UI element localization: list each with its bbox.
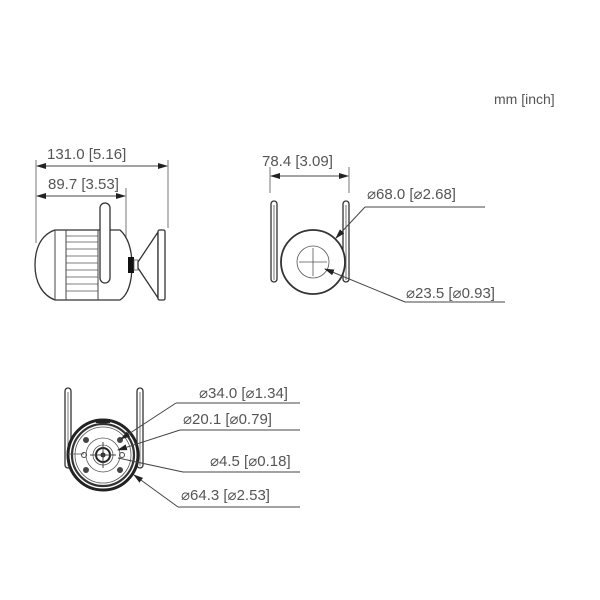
ir-led xyxy=(83,467,89,473)
front-view: ⌀34.0 [⌀1.34] ⌀20.1 [⌀0.79] ⌀4.5 [⌀0.18]… xyxy=(64,385,300,508)
camera-body-outline xyxy=(34,229,133,301)
ir-led xyxy=(83,437,89,443)
mount-connector xyxy=(128,257,134,273)
overall-length-label: 131.0 [5.16] xyxy=(47,146,126,163)
hole-diameter-label: ⌀23.5 [⌀0.93] xyxy=(406,285,495,302)
mount-cone xyxy=(137,229,159,301)
sensor xyxy=(81,452,87,458)
units-label: mm [inch] xyxy=(494,91,555,107)
antenna-span-label: 78.4 [3.09] xyxy=(262,153,333,170)
diameter-3-label: ⌀4.5 [⌀0.18] xyxy=(210,453,291,470)
body-length-label: 89.7 [3.53] xyxy=(48,176,119,193)
mount-hole xyxy=(296,245,330,279)
diameter-1-label: ⌀34.0 [⌀1.34] xyxy=(199,385,288,402)
side-view: 131.0 [5.16] 89.7 [3.53] xyxy=(34,146,169,301)
diameter-4-label: ⌀64.3 [⌀2.53] xyxy=(181,487,270,504)
base-diameter-label: ⌀68.0 [⌀2.68] xyxy=(367,186,456,203)
diameter-2-label: ⌀20.1 [⌀0.79] xyxy=(183,411,272,428)
mount-base xyxy=(157,229,166,301)
antenna xyxy=(99,202,111,284)
ir-led xyxy=(117,467,123,473)
rear-view: 78.4 [3.09] ⌀68.0 [⌀2.68] ⌀23.5 [⌀0.93] xyxy=(262,153,505,303)
sensor xyxy=(119,452,125,458)
